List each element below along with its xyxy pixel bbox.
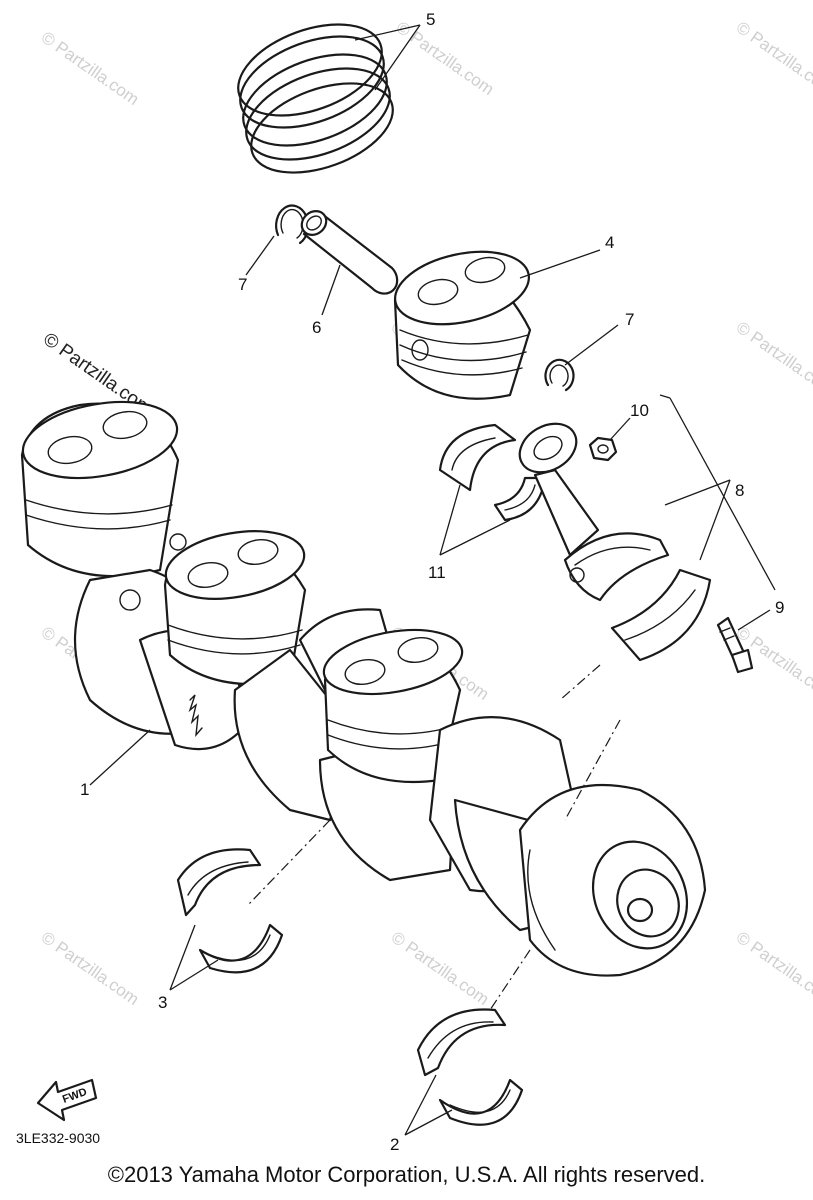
forward-direction-arrow: FWD <box>36 1078 98 1122</box>
callout-8: 8 <box>735 481 744 500</box>
callout-5: 5 <box>426 10 435 29</box>
callout-7-right: 7 <box>625 310 634 329</box>
watermark: © Partzilla.com <box>38 28 143 109</box>
watermark: © Partzilla.com <box>733 18 813 99</box>
callout-3: 3 <box>158 993 167 1012</box>
watermark: © Partzilla.com <box>733 928 813 1009</box>
part-code: 3LE332-9030 <box>16 1130 100 1146</box>
assembly-lines <box>247 664 621 1011</box>
watermark: © Partzilla.com <box>38 928 143 1009</box>
callout-11: 11 <box>428 563 446 582</box>
callout-9: 9 <box>775 598 784 617</box>
watermark: © Partzilla.com <box>733 318 813 399</box>
watermark: © Partzilla.com <box>393 18 498 99</box>
callout-1: 1 <box>80 780 89 799</box>
callout-2: 2 <box>390 1135 399 1154</box>
piston-pin <box>300 210 399 316</box>
watermark: © Partzilla.com <box>388 928 493 1009</box>
piston-pin-circlip-right <box>544 324 619 392</box>
connecting-rod-nut <box>588 417 631 462</box>
connecting-rod <box>518 394 776 662</box>
piston-pin-circlip-left <box>245 204 310 276</box>
crankshaft-assembly <box>20 400 707 977</box>
callout-7: 7 <box>238 275 247 294</box>
callout-6: 6 <box>312 318 321 337</box>
main-bearing-halves-left <box>169 848 284 991</box>
main-bearing-halves-bottom <box>404 1008 524 1136</box>
callout-labels: 5 4 7 6 7 10 8 11 9 1 3 2 <box>80 10 784 1154</box>
connecting-rod-bearing-halves <box>438 423 547 556</box>
piston-ring-set <box>237 23 421 174</box>
copyright-notice: ©2013 Yamaha Motor Corporation, U.S.A. A… <box>107 1162 706 1187</box>
callout-10: 10 <box>630 401 649 420</box>
piston-upper <box>393 249 601 400</box>
callout-4: 4 <box>605 233 614 252</box>
connecting-rod-bolt <box>716 609 771 674</box>
